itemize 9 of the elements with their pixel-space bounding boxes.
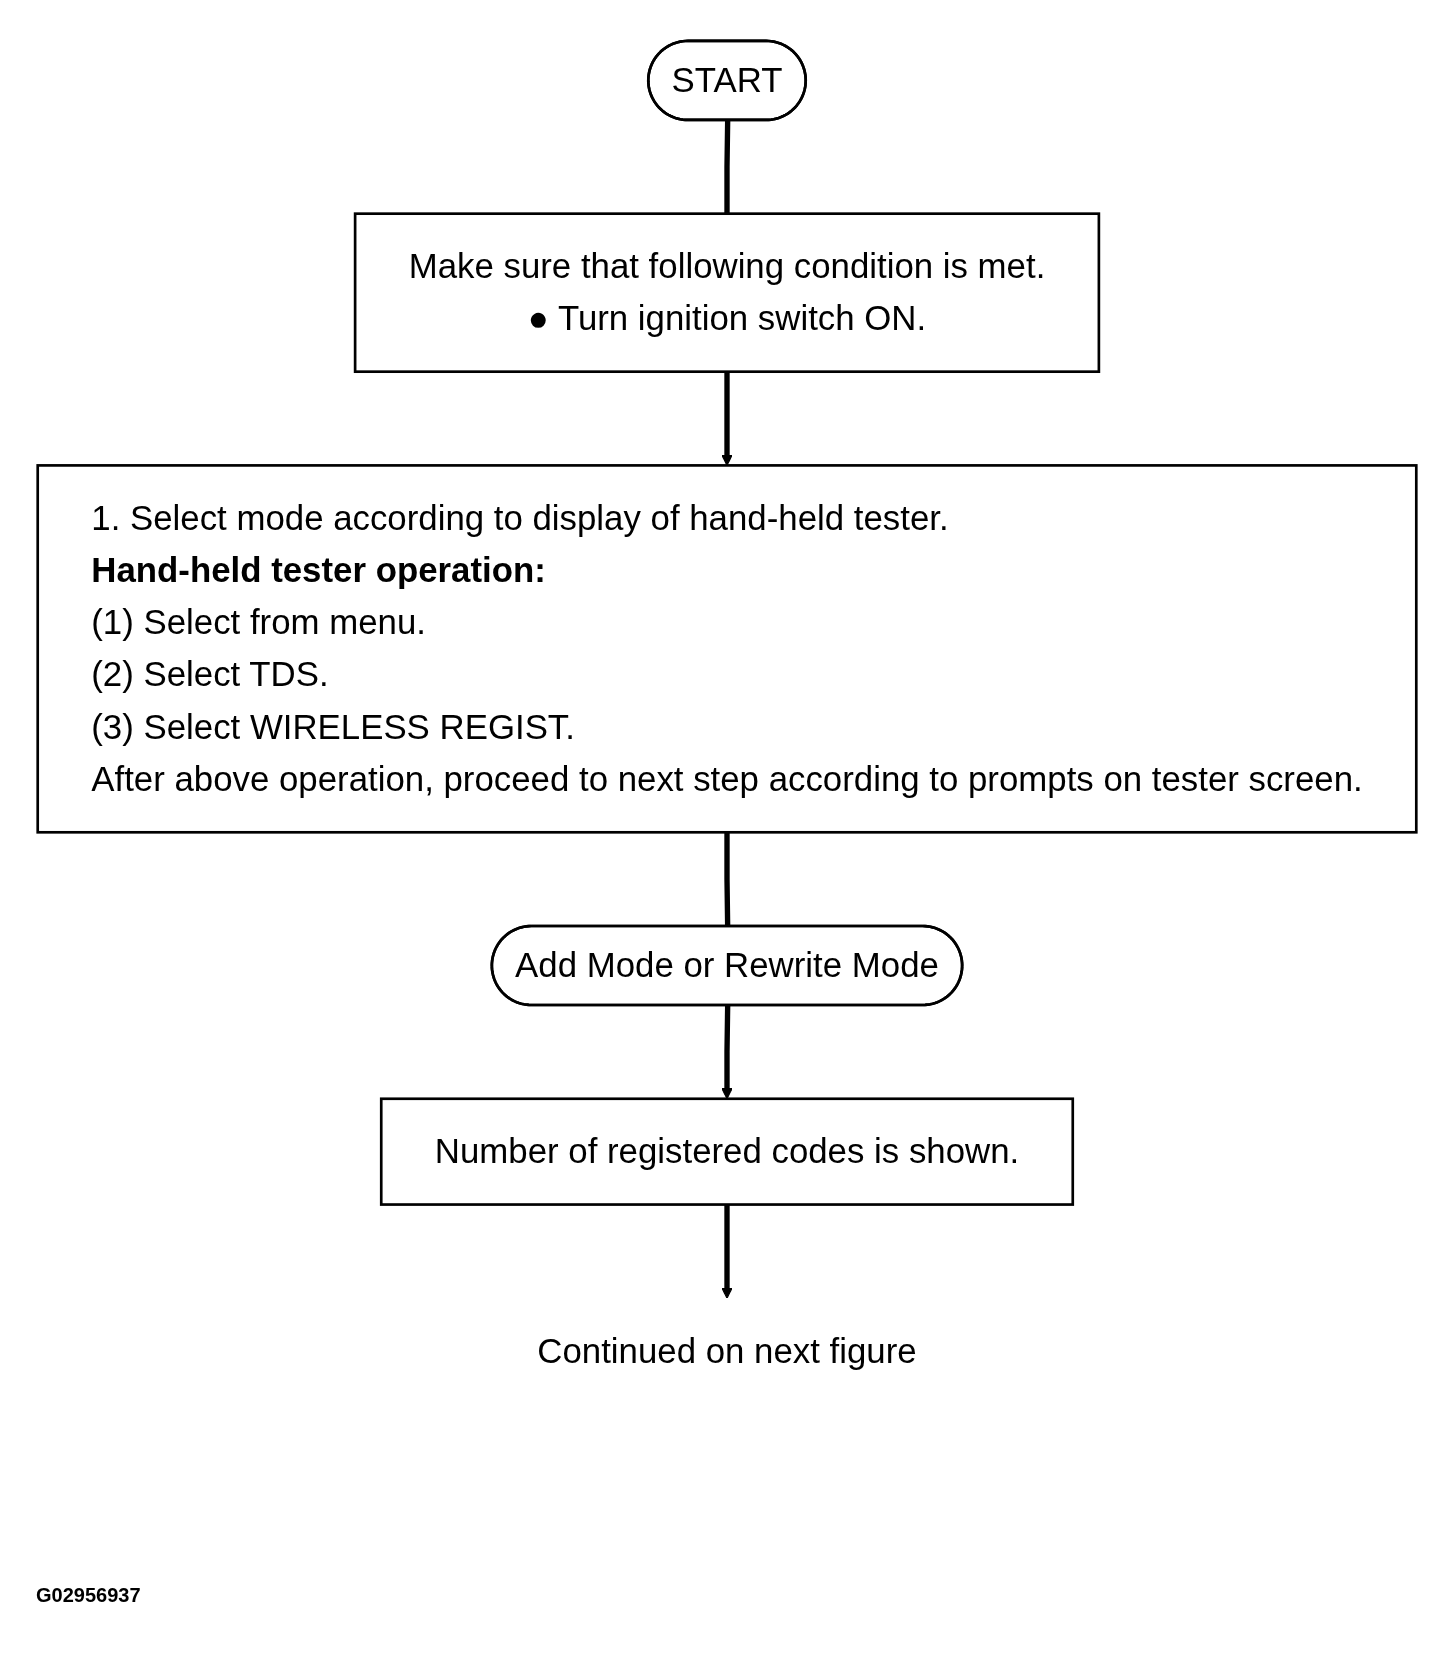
- connector: [724, 832, 731, 927]
- connector: [724, 120, 731, 214]
- node-box: Make sure that following condition is met. ● Turn ignition switch ON.: [353, 212, 1101, 373]
- arrow: [721, 1204, 733, 1299]
- node-text: Continued on next figure: [537, 1330, 917, 1371]
- figure-id: G02956937: [36, 1584, 141, 1607]
- node-box: 1. Select mode according to display of hand-held tester. Hand-held tester operation: (1) Select from menu. (2) Select TDS. (3) Select WIRELESS REGIST. After above operation, proceed to next step according to prompts on tester screen.: [36, 464, 1418, 834]
- node-box: Number of registered codes is shown.: [379, 1097, 1075, 1206]
- arrow: [721, 371, 733, 466]
